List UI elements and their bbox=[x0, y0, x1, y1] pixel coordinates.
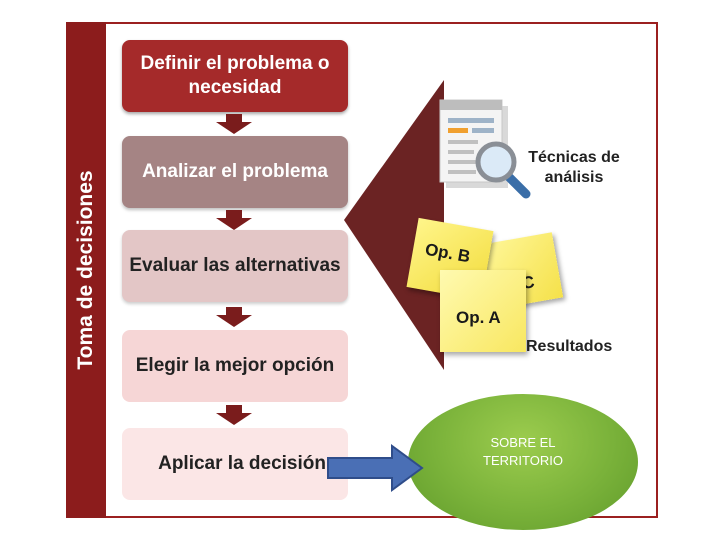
territory-circle bbox=[408, 394, 638, 530]
sidebar-bar bbox=[66, 22, 106, 518]
analysis-wedge bbox=[344, 80, 444, 370]
step-analyze-problem: Analizar el problema bbox=[122, 136, 348, 208]
territory-text: SOBRE EL TERRITORIO bbox=[483, 435, 563, 468]
step-apply-decision: Aplicar la decisión bbox=[122, 428, 348, 500]
right-arrow-icon bbox=[327, 444, 424, 492]
analysis-techniques-label: Técnicas de análisis bbox=[528, 149, 620, 186]
sidebar-title: Toma de decisiones bbox=[74, 170, 97, 370]
document-magnifier-icon bbox=[439, 99, 531, 199]
step-evaluate-alternatives: Evaluar las alternativas bbox=[122, 230, 348, 302]
step-choose-best-option: Elegir la mejor opción bbox=[122, 330, 348, 402]
down-arrow-icon bbox=[216, 210, 252, 230]
down-arrow-icon bbox=[216, 114, 252, 134]
step-define-problem: Definir el problema o necesidad bbox=[122, 40, 348, 112]
down-arrow-icon bbox=[216, 307, 252, 327]
sticky-note-a: Op. A bbox=[440, 270, 526, 352]
down-arrow-icon bbox=[216, 405, 252, 425]
results-label: Resultados bbox=[526, 338, 613, 355]
